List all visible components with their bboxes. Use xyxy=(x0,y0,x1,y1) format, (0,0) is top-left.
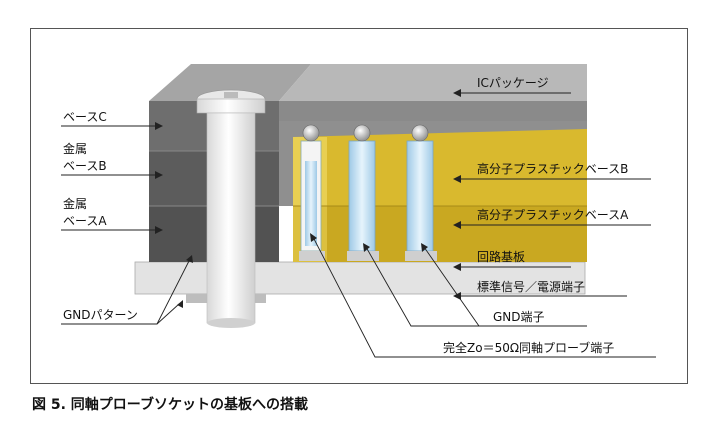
arrow-gnd-pattern-2 xyxy=(177,300,183,308)
label-coax-probe-terminal: 完全Zo＝50Ω同軸プローブ端子 xyxy=(443,340,614,355)
label-circuit-board: 回路基板 xyxy=(477,249,525,264)
screw xyxy=(196,89,266,328)
arrow-gnd-pattern-1 xyxy=(186,255,193,263)
figure-caption: 図 5. 同軸プローブソケットの基板への搭載 xyxy=(32,397,308,413)
arrow-plastic-a xyxy=(453,221,461,229)
ic-package xyxy=(279,64,587,121)
label-gnd-pattern: GNDパターン xyxy=(63,308,138,322)
diagram-frame: ベースC 金属 ベースB 金属 ベースA GNDパターン ICパッケージ 高分子… xyxy=(30,28,688,384)
arrow-heads xyxy=(155,89,461,308)
leader-lines xyxy=(61,92,656,358)
arrow-gnd-terminal-2 xyxy=(363,243,370,252)
label-signal-power-terminal: 標準信号／電源端子 xyxy=(477,279,585,294)
label-metal-base-a-line1: 金属 xyxy=(63,196,87,211)
arrow-circuit-board xyxy=(453,263,461,271)
coax-probe-pin-1 xyxy=(299,124,325,261)
arrow-base-a xyxy=(155,226,163,234)
label-ic-package: ICパッケージ xyxy=(477,76,549,90)
coax-probe-pin-3 xyxy=(405,124,437,261)
socket-cross-section-diagram: ベースC 金属 ベースB 金属 ベースA GNDパターン ICパッケージ 高分子… xyxy=(61,64,656,358)
arrow-gnd-terminal xyxy=(421,243,428,252)
label-plastic-base-b: 高分子プラスチックベースB xyxy=(477,161,628,176)
arrow-base-c xyxy=(155,122,163,130)
arrow-coax-probe xyxy=(310,233,317,242)
arrow-base-b xyxy=(155,171,163,179)
label-metal-base-b-line1: 金属 xyxy=(63,141,87,156)
arrow-ic-package xyxy=(453,89,461,97)
arrow-plastic-b xyxy=(453,175,461,183)
label-metal-base-a-line2: ベースA xyxy=(63,214,107,228)
label-gnd-terminal: GND端子 xyxy=(493,310,545,324)
label-plastic-base-a: 高分子プラスチックベースA xyxy=(477,207,629,222)
arrow-signal-terminal xyxy=(453,292,461,300)
coax-probe-pin-2 xyxy=(347,124,379,261)
label-base-c: ベースC xyxy=(63,110,107,124)
label-metal-base-b-line2: ベースB xyxy=(63,159,107,173)
